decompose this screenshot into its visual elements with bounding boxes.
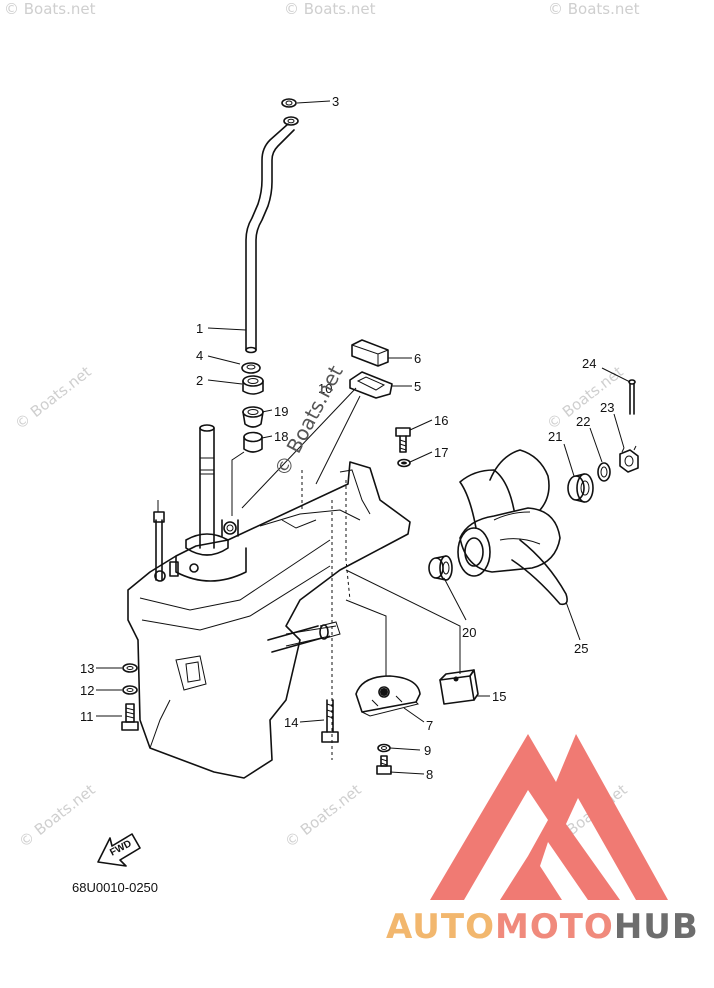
callout-21: 21 [548,429,562,444]
part-washer-13 [122,663,138,673]
callout-5: 5 [414,379,421,394]
logo-text-auto: AUTO [386,907,495,947]
part-drive-shaft [175,424,247,582]
callout-4: 4 [196,348,203,363]
watermark-top-center: © Boats.net [284,0,376,18]
watermark-large: © Boats.net [269,361,348,480]
logo-text-hub: HUB [614,907,699,947]
callout-labels: 3 1 4 2 19 18 10 6 5 16 17 13 12 11 14 2… [80,94,614,782]
part-anode-7 [355,675,421,717]
logo-mark [430,734,668,900]
part-collar-18 [243,431,263,453]
part-propeller-25 [457,449,568,606]
callout-9: 9 [424,743,431,758]
part-cover-6 [351,339,389,367]
part-washer-22 [597,462,611,482]
callout-8: 8 [426,767,433,782]
part-bolt-11 [121,703,139,731]
callout-13: 13 [80,661,94,676]
callout-23: 23 [600,400,614,415]
automotohub-logo: AUTOMOTOHUB [386,734,699,947]
part-shift-rod [153,500,199,582]
callout-3: 3 [332,94,339,109]
fwd-arrow-icon: FWD [97,833,141,867]
part-water-tube [245,116,299,354]
svg-text:AUTOMOTOHUB: AUTOMOTOHUB [386,907,699,947]
callout-1: 1 [196,321,203,336]
callout-17: 17 [434,445,448,460]
part-washer-9 [377,743,391,753]
watermark-mid-left: © Boats.net [11,363,94,434]
callout-7: 7 [426,718,433,733]
part-washer-17 [397,458,411,468]
part-prop-shaft [267,624,329,653]
watermark-bottom-left: © Boats.net [15,781,98,852]
part-pin-24 [628,379,636,415]
callout-11: 11 [80,709,94,724]
part-washer-12 [122,685,138,695]
watermark-top-right: © Boats.net [548,0,640,18]
part-bolt-14 [321,699,339,743]
callout-15: 15 [492,689,506,704]
callout-20: 20 [462,625,476,640]
diagram-code: 68U0010-0250 [72,880,158,895]
callout-22: 22 [576,414,590,429]
part-spacer-20 [428,555,453,581]
part-seal-19 [242,406,264,428]
callout-16: 16 [434,413,448,428]
part-gasket-5 [349,371,393,399]
callout-2: 2 [196,373,203,388]
logo-text-moto: MOTO [495,907,614,947]
leader-lines [96,100,631,775]
part-lower-case [127,461,411,779]
fwd-label: FWD [108,838,133,858]
part-nut-23 [619,445,639,473]
callout-25: 25 [574,641,588,656]
part-spacer-21 [567,473,594,503]
callout-24: 24 [582,356,596,371]
callout-6: 6 [414,351,421,366]
callout-18: 18 [274,429,288,444]
part-anode-15 [439,669,479,705]
part-seal-4 [241,362,261,374]
part-grommet-2 [242,375,264,395]
callout-10: 10 [318,381,332,396]
part-bolt-16 [395,427,411,453]
callout-14: 14 [284,715,298,730]
watermark-group: © Boats.net © Boats.net © Boats.net © Bo… [4,0,640,851]
callout-19: 19 [274,404,288,419]
watermark-top-left: © Boats.net [4,0,96,18]
watermark-bottom-center: © Boats.net [281,781,364,852]
callout-12: 12 [80,683,94,698]
part-grommet-3 [281,98,297,108]
part-bolt-8 [376,755,392,775]
